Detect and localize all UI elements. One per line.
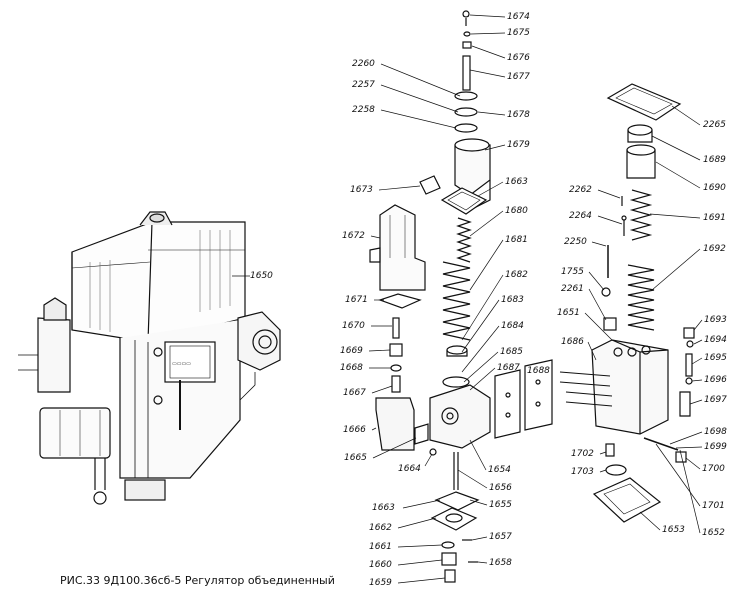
callout-1686: 1686 — [561, 337, 584, 347]
callout-1681: 1681 — [505, 235, 528, 245]
callout-1677: 1677 — [507, 72, 530, 82]
callout-1692: 1692 — [703, 244, 726, 254]
callout-1668: 1668 — [340, 363, 363, 373]
callout-1676: 1676 — [507, 53, 530, 63]
callout-1700: 1700 — [702, 464, 725, 474]
callout-2258: 2258 — [352, 105, 375, 115]
callout-1688: 1688 — [527, 366, 550, 376]
callout-1654: 1654 — [488, 465, 511, 475]
callout-1675: 1675 — [507, 28, 530, 38]
assembled-governor: ▭▭▭▭ — [18, 211, 281, 505]
callout-1691: 1691 — [703, 213, 726, 223]
callout-1659: 1659 — [369, 578, 392, 588]
callout-1687: 1687 — [497, 363, 520, 373]
callout-2250: 2250 — [564, 237, 587, 247]
callout-1682: 1682 — [505, 270, 528, 280]
leader-lines — [232, 14, 703, 584]
callout-1652: 1652 — [702, 528, 725, 538]
callout-1673: 1673 — [350, 185, 373, 195]
callout-1657: 1657 — [489, 532, 512, 542]
callout-1701: 1701 — [702, 501, 725, 511]
figure-caption: РИС.33 9Д100.36сб-5 Регулятор объединенн… — [60, 574, 335, 587]
callout-2264: 2264 — [569, 211, 592, 221]
callout-2262: 2262 — [569, 185, 592, 195]
callout-1684: 1684 — [501, 321, 524, 331]
callout-2265: 2265 — [703, 120, 726, 130]
callout-1671: 1671 — [345, 295, 368, 305]
callout-2260: 2260 — [352, 59, 375, 69]
callout-1674: 1674 — [507, 12, 530, 22]
callout-1666: 1666 — [343, 425, 366, 435]
callout-1697: 1697 — [704, 395, 727, 405]
callout-1678: 1678 — [507, 110, 530, 120]
callout-1655: 1655 — [489, 500, 512, 510]
callout-1663-upper: 1663 — [505, 177, 528, 187]
callout-1690: 1690 — [703, 183, 726, 193]
callout-1670: 1670 — [342, 321, 365, 331]
callout-2261: 2261 — [561, 284, 584, 294]
callout-1660: 1660 — [369, 560, 392, 570]
callout-1661: 1661 — [369, 542, 392, 552]
callout-1658: 1658 — [489, 558, 512, 568]
callout-2257: 2257 — [352, 80, 375, 90]
callout-1651: 1651 — [557, 308, 580, 318]
callout-1695: 1695 — [704, 353, 727, 363]
callout-1650: 1650 — [250, 271, 273, 281]
center-parts — [369, 10, 553, 583]
callout-1663-lower: 1663 — [372, 503, 395, 513]
right-parts — [559, 83, 695, 523]
callout-1656: 1656 — [489, 483, 512, 493]
callout-1685: 1685 — [500, 347, 523, 357]
callout-1662: 1662 — [369, 523, 392, 533]
callout-1689: 1689 — [703, 155, 726, 165]
callout-1672: 1672 — [342, 231, 365, 241]
callout-1683: 1683 — [501, 295, 524, 305]
callout-1694: 1694 — [704, 335, 727, 345]
callout-1653: 1653 — [662, 525, 685, 535]
callout-1755: 1755 — [561, 267, 584, 277]
callout-1693: 1693 — [704, 315, 727, 325]
callout-1702: 1702 — [571, 449, 594, 459]
callout-1679: 1679 — [507, 140, 530, 150]
callout-1699: 1699 — [704, 442, 727, 452]
callout-1680: 1680 — [505, 206, 528, 216]
callout-1696: 1696 — [704, 375, 727, 385]
callout-1698: 1698 — [704, 427, 727, 437]
callout-1664: 1664 — [398, 464, 421, 474]
callout-1703: 1703 — [571, 467, 594, 477]
callout-1667: 1667 — [343, 388, 366, 398]
callout-1669: 1669 — [340, 346, 363, 356]
callout-1665: 1665 — [344, 453, 367, 463]
svg-text:▭▭▭▭: ▭▭▭▭ — [172, 361, 191, 367]
